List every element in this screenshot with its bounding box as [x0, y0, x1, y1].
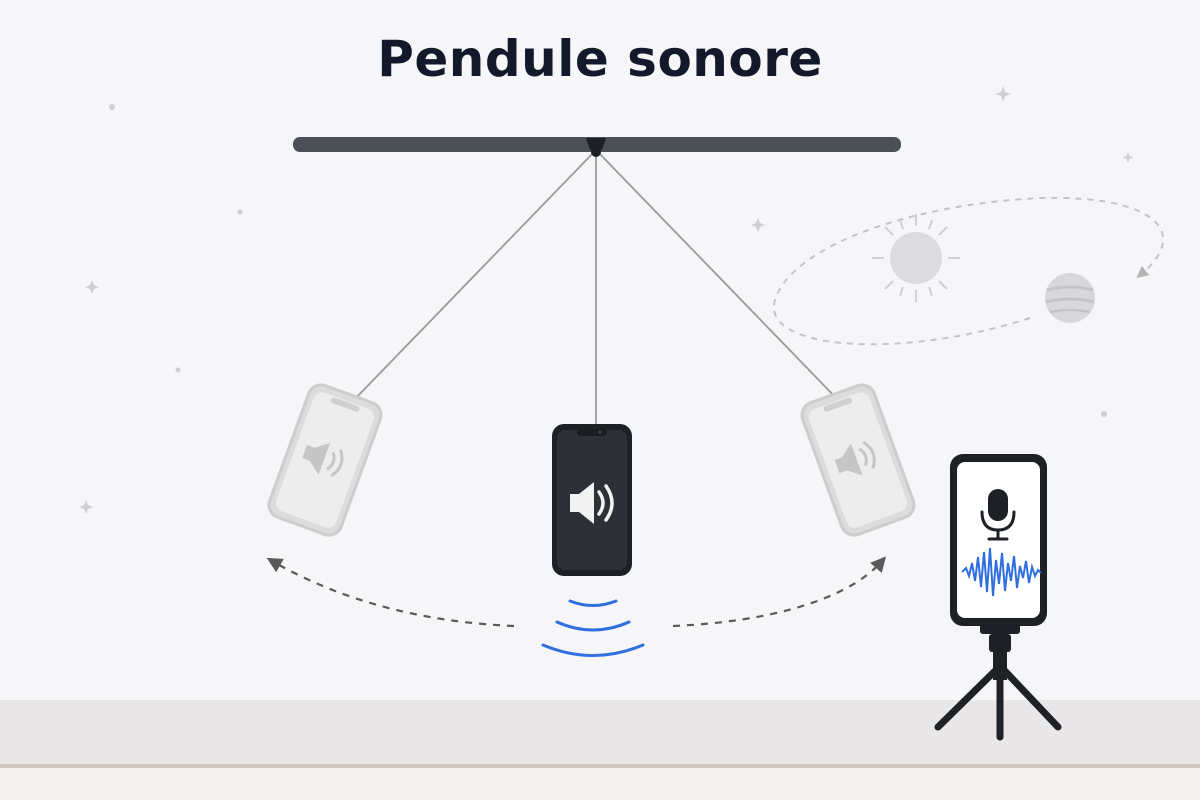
phone-ghost-right [800, 383, 916, 537]
page-title: Pendule sonore [377, 30, 823, 88]
floor [0, 700, 1200, 800]
microphone-icon [980, 489, 1016, 541]
speaker-icon [570, 482, 614, 524]
phone-recorder [950, 454, 1047, 626]
sound-waves [541, 599, 645, 657]
planet-icon [1045, 273, 1095, 323]
phone-ghost-left [267, 383, 383, 537]
phone-center [552, 424, 632, 576]
pendulum-strings [351, 149, 841, 424]
tripod [934, 622, 1062, 741]
background-stars [79, 86, 1134, 514]
audio-waveform [961, 547, 1042, 597]
speaker-icon [834, 440, 876, 476]
swing-arrow-right [672, 556, 887, 628]
swing-arrow-left [266, 557, 515, 628]
swing-arrows [266, 556, 887, 628]
pivot-clamp [586, 138, 606, 157]
sun-planet-orbit-icon [772, 196, 1165, 346]
speaker-icon [302, 442, 344, 478]
sun-icon [872, 214, 960, 302]
